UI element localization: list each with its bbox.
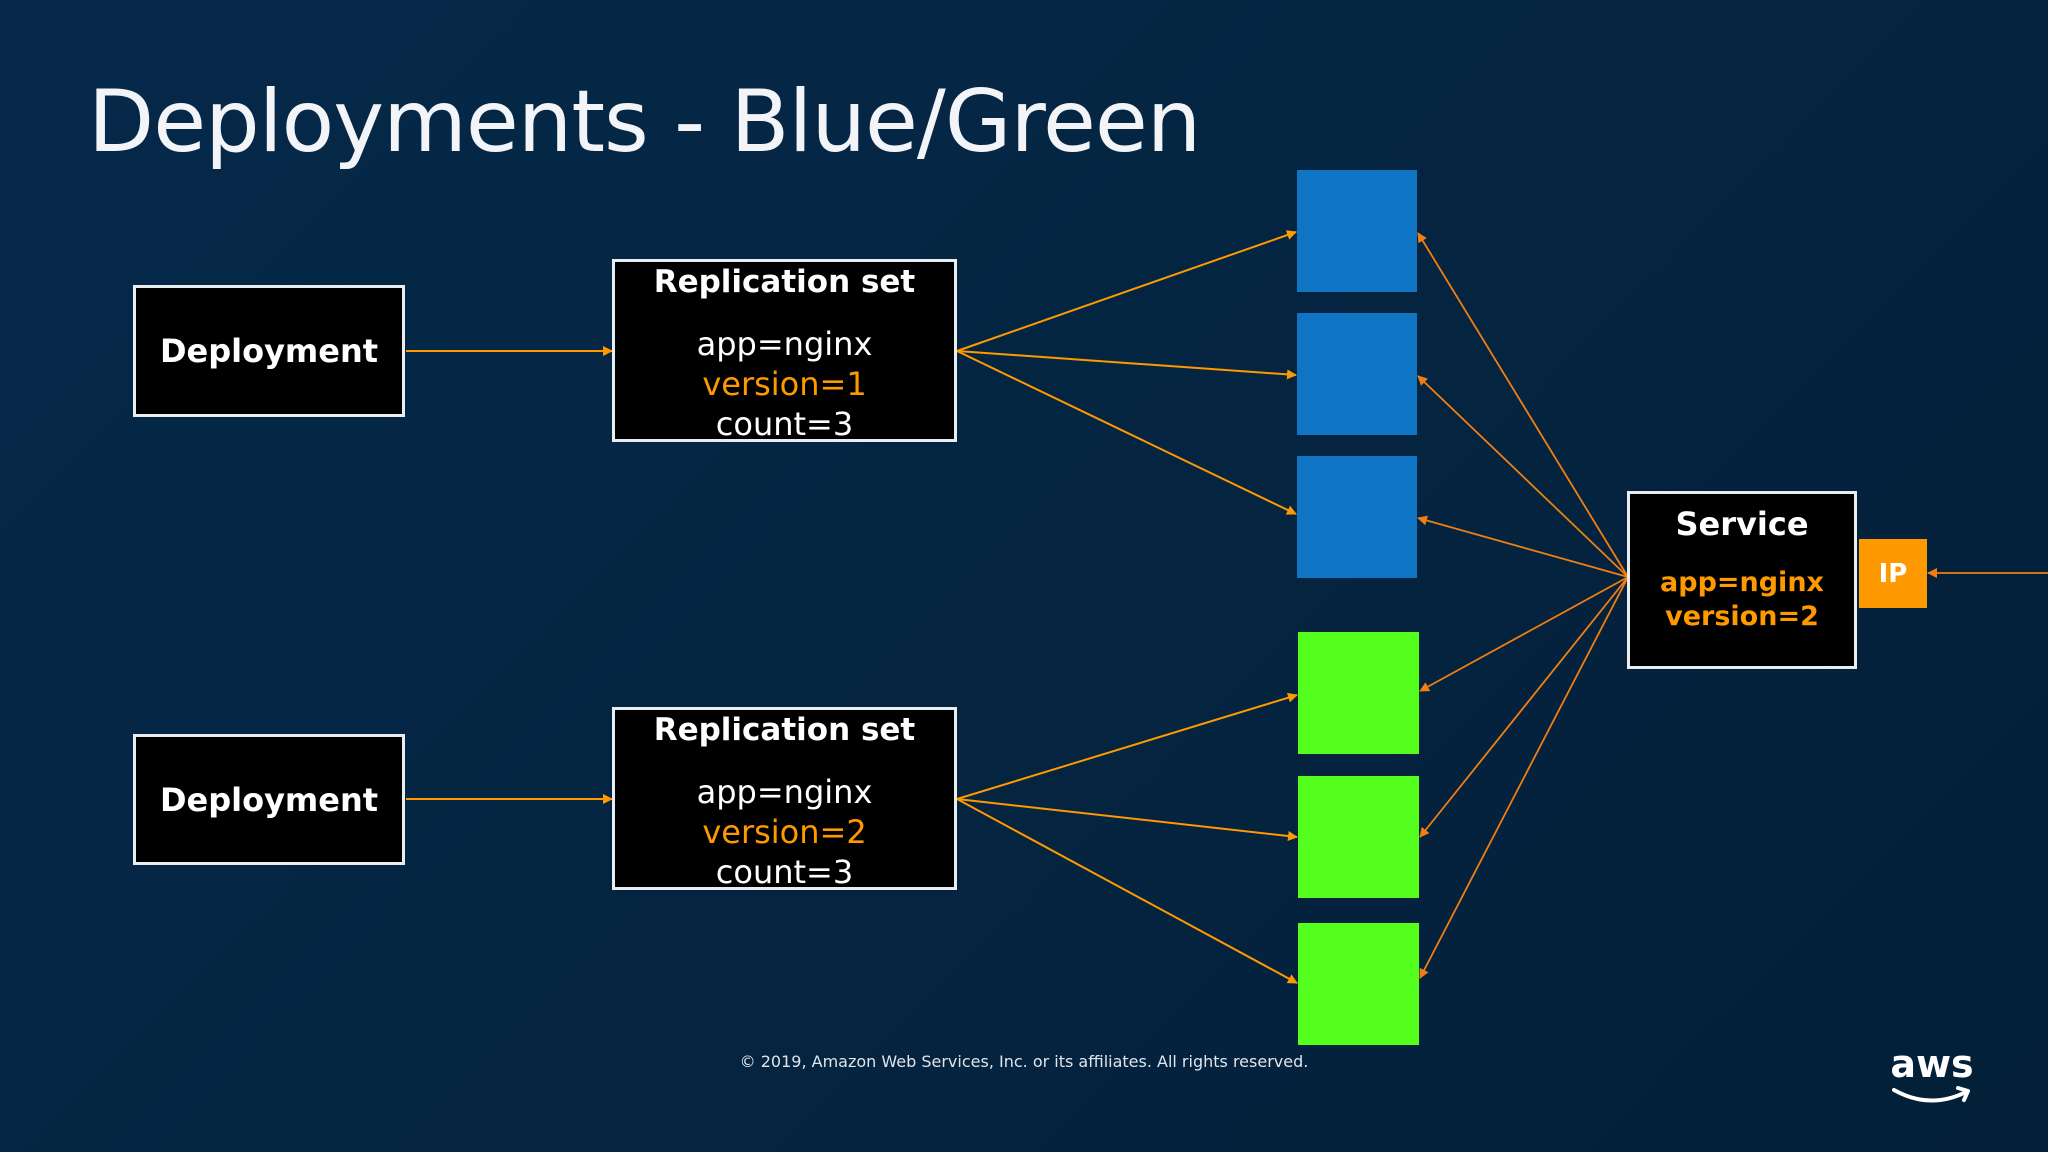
deployment-label-2: Deployment [159,780,379,819]
slide-title: Deployments - Blue/Green [88,72,1201,172]
arrow-rs2-green-pod-3 [956,798,1298,984]
replication-set-version-1: version=1 [702,365,867,403]
blue-pod [1297,170,1417,292]
green-pod [1298,632,1419,754]
blue-pod [1297,456,1417,578]
arrow-rs1-blue-pod-3 [956,350,1297,515]
arrow-service-green-pod-2 [1419,576,1629,838]
aws-logo: aws [1886,1044,1978,1108]
replication-set-app-1: app=nginx [696,325,873,363]
replication-set-app-2: app=nginx [696,773,873,811]
blue-pod [1297,313,1417,435]
copyright-footer: © 2019, Amazon Web Services, Inc. or its… [739,1052,1309,1071]
aws-smile-icon [1892,1086,1970,1103]
replication-set-box-1: Replication set app=nginx version=1 coun… [612,259,957,443]
arrow-rs2-green-pod-1 [956,692,1298,800]
arrow-rs2-green-pod-2 [956,798,1298,841]
service-box: Service app=nginx version=2 [1627,491,1857,669]
replication-set-title-2: Replication set [653,712,916,748]
replication-set-box-2: Replication set app=nginx version=2 coun… [612,707,957,891]
deployment-box-1: Deployment [133,285,405,417]
service-ip-label: IP [1878,558,1908,589]
green-pod [1298,923,1419,1045]
arrow-service-green-pod-3 [1419,576,1629,979]
arrow-service-blue-pod-3 [1417,515,1629,578]
replication-set-title-1: Replication set [653,264,916,300]
service-selector-version: version=2 [1665,601,1819,632]
deployment-label-1: Deployment [159,332,379,370]
service-ip-badge: IP [1859,539,1927,608]
arrow-rs1-blue-pod-1 [956,230,1297,352]
arrow-rs1-blue-pod-2 [956,350,1297,380]
arrow-service-blue-pod-1 [1417,232,1629,578]
replication-set-version-2: version=2 [702,813,867,851]
service-title: Service [1675,505,1809,543]
green-pod [1298,776,1419,898]
aws-logo-text: aws [1890,1042,1974,1086]
replication-set-count-1: count=3 [715,405,854,443]
arrow-service-blue-pod-2 [1417,375,1629,578]
arrow-service-green-pod-1 [1419,576,1629,692]
deployment-box-2: Deployment [133,734,405,865]
replication-set-count-2: count=3 [715,853,854,891]
service-selector-app: app=nginx [1660,567,1824,598]
